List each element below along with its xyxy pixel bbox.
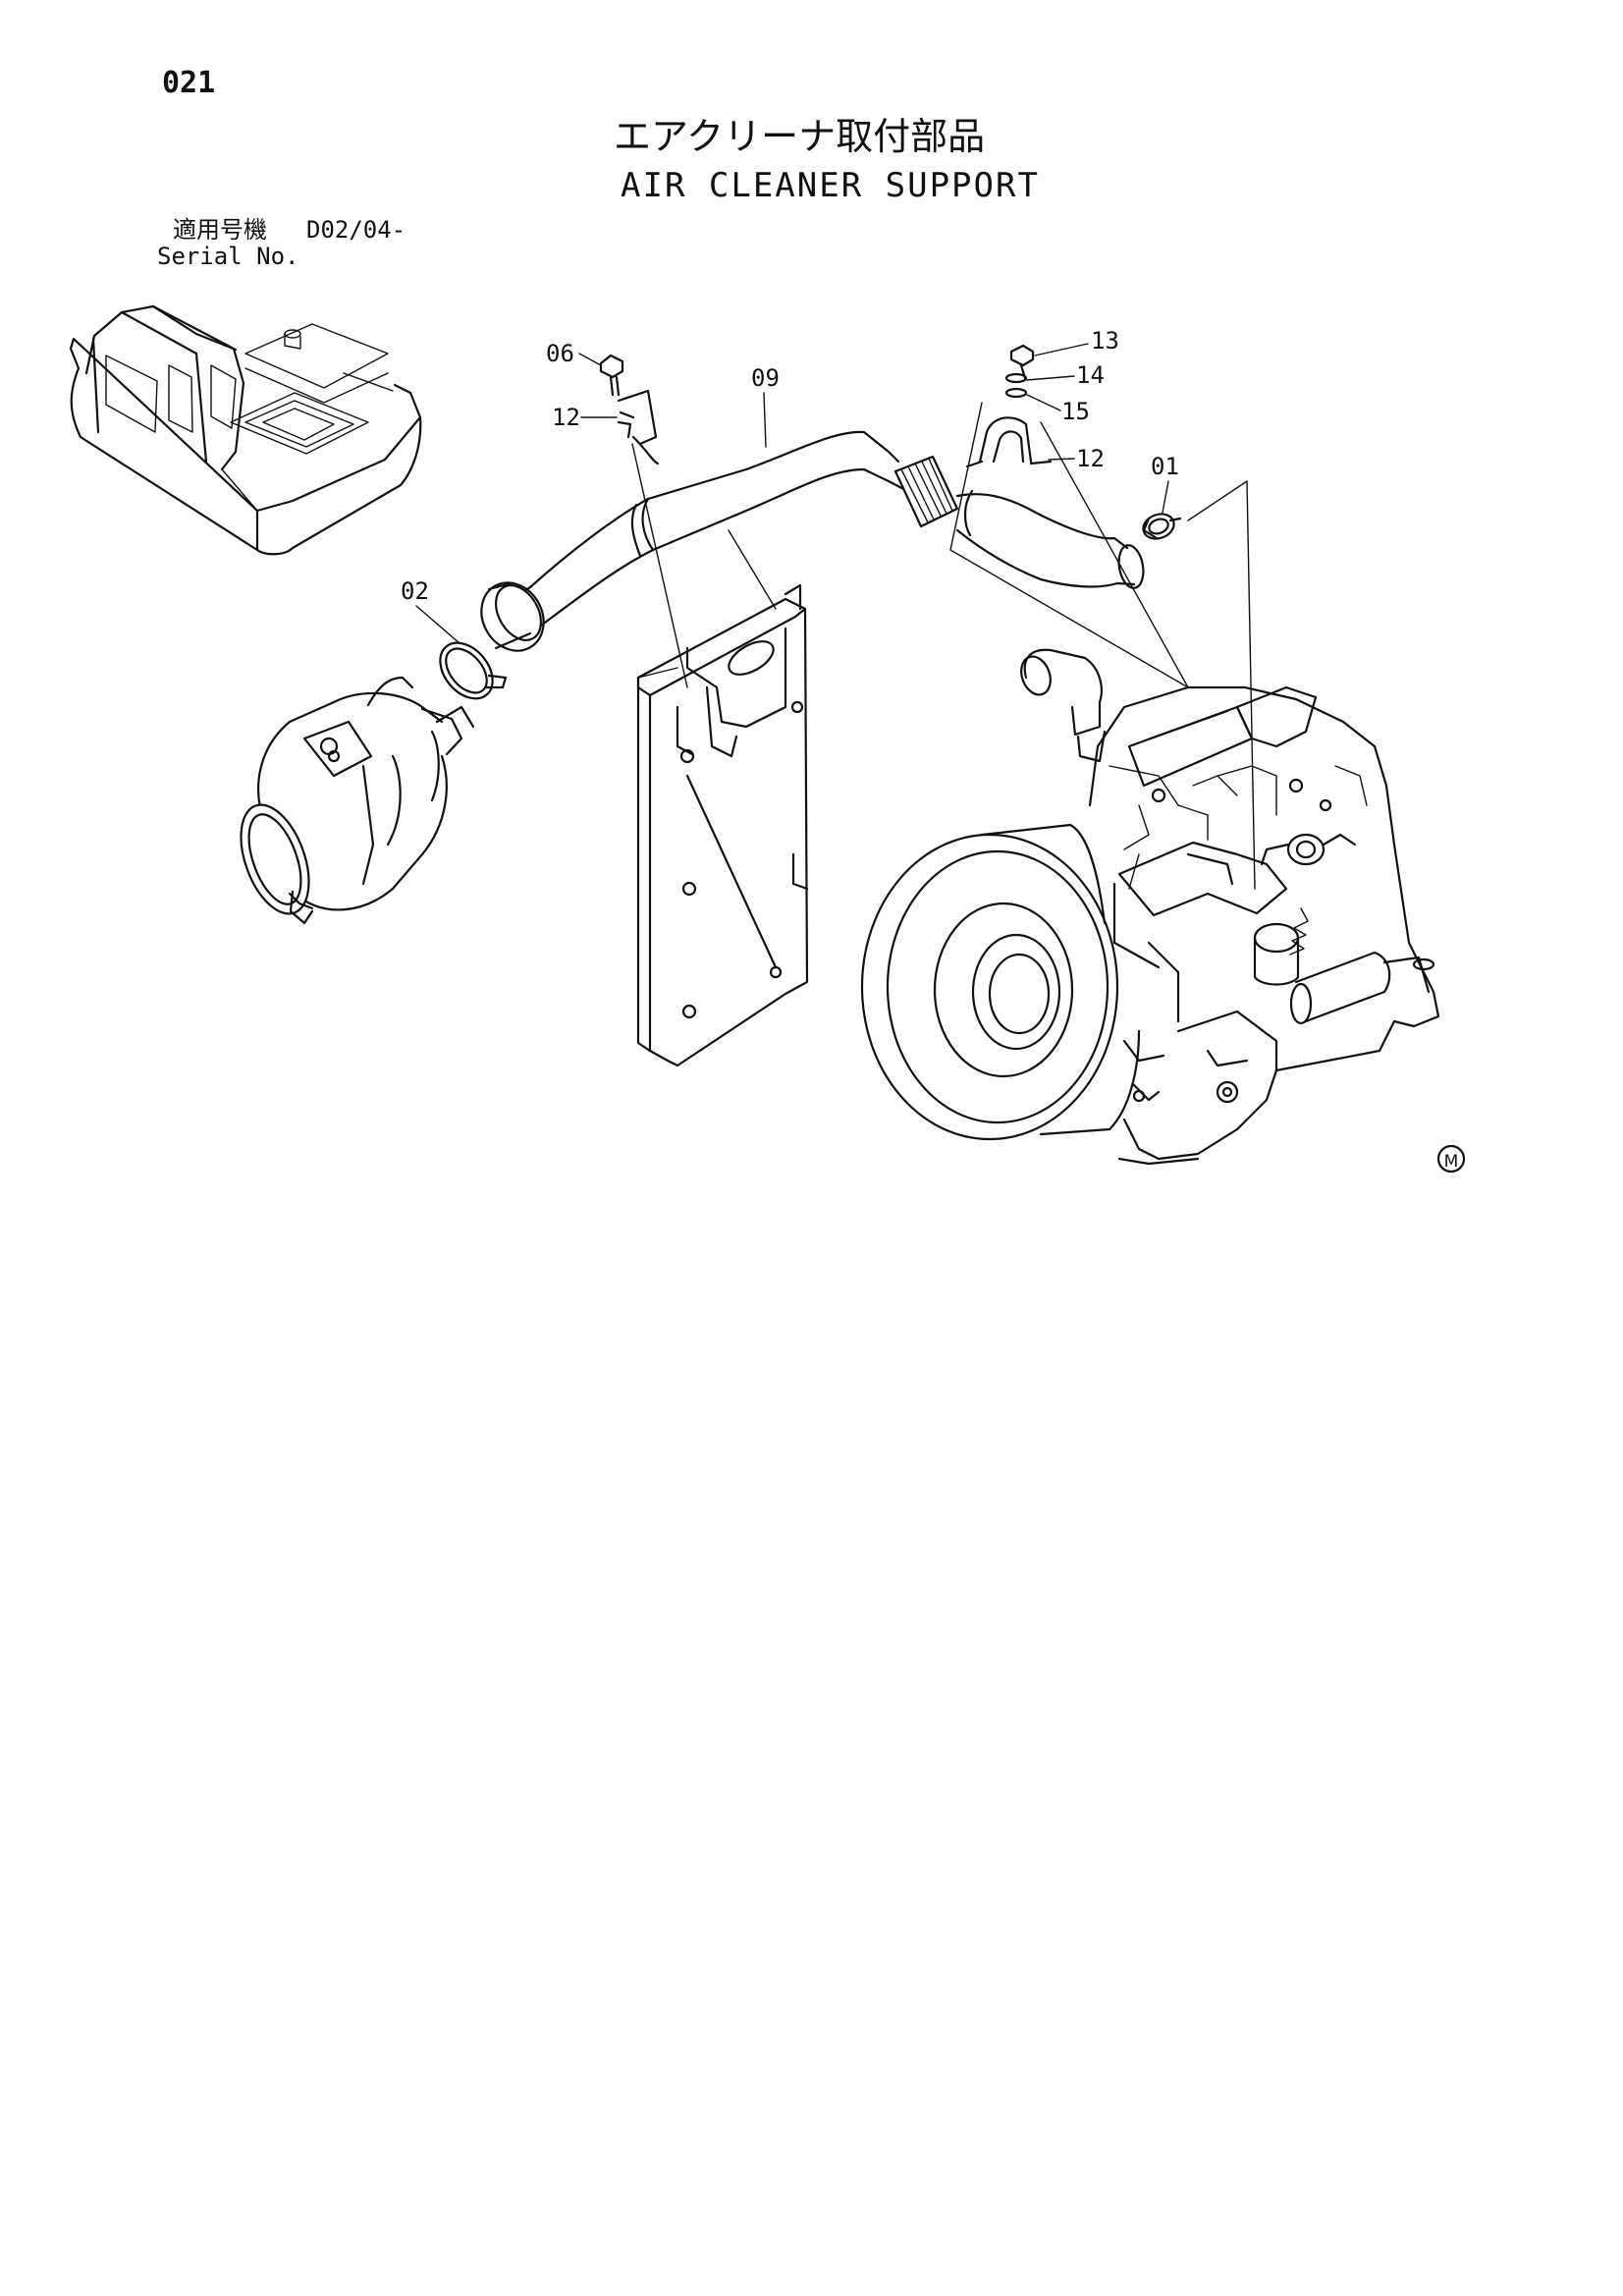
callout-12-left: 12 <box>552 404 580 431</box>
callout-12-right: 12 <box>1076 445 1105 472</box>
engine <box>860 648 1440 1166</box>
page-title-jp: エアクリーナ取付部品 <box>614 115 986 158</box>
mark-letter: M <box>1444 1152 1459 1172</box>
page-title-en: AIR CLEANER SUPPORT <box>621 166 1040 205</box>
bolt-06-and-bracket-12 <box>599 354 777 688</box>
callouts: 06 12 09 13 14 15 12 01 02 <box>401 327 1179 644</box>
air-cleaner-assembly <box>240 641 508 925</box>
callout-06: 06 <box>546 340 574 367</box>
excavator-thumbnail <box>69 304 422 556</box>
callout-02: 02 <box>401 577 429 605</box>
intake-hose <box>480 430 1145 652</box>
serial-label-en: Serial No. <box>157 243 299 270</box>
support-bracket <box>636 583 809 1067</box>
callout-15: 15 <box>1061 398 1090 425</box>
circled-m-mark: M <box>1436 1144 1466 1174</box>
callout-01: 01 <box>1151 453 1179 480</box>
callout-14: 14 <box>1076 361 1105 389</box>
bolt-13-washers-bracket-12 <box>949 344 1189 688</box>
hose-clamp-01 <box>1142 480 1256 890</box>
serial-range: D02/04- <box>306 216 406 244</box>
callout-09: 09 <box>751 364 780 392</box>
callout-13: 13 <box>1091 327 1119 355</box>
page-number: 021 <box>162 66 216 100</box>
exploded-parts-diagram: 06 12 09 13 14 15 12 01 02 M <box>69 304 1466 1174</box>
serial-label-jp: 適用号機 <box>173 216 267 244</box>
